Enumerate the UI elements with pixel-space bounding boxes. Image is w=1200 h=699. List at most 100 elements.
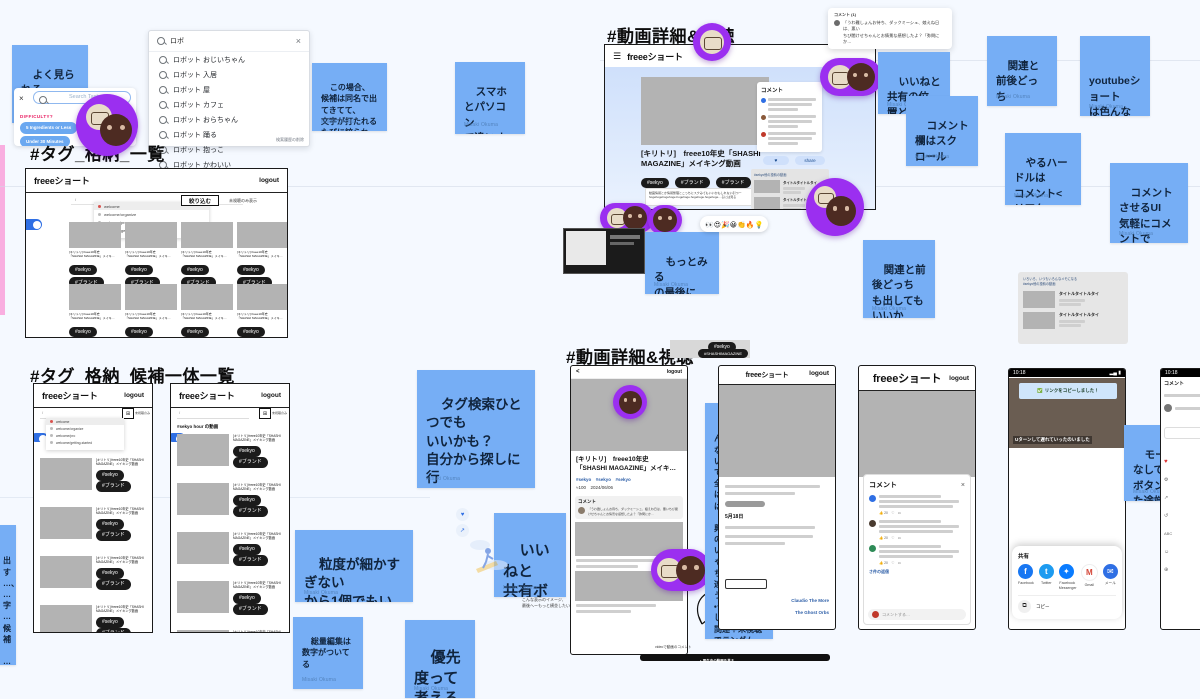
tag-chip[interactable]: #ブランド (96, 627, 131, 632)
sticky-note[interactable]: 粒度が細かすぎない から1個でもいいかも Misaki Okuma (295, 530, 413, 602)
video-player[interactable]: ✅ リンクをコピーしました！ Uターンして遅れていったのいました (1009, 378, 1125, 448)
sticky-note[interactable]: youtubeショート は色んなクリエイ ターにアクセスし てほしいからなぁ 数… (1080, 36, 1150, 116)
share-button[interactable]: share (795, 156, 825, 165)
mobile-mockup-comments[interactable]: freeeショート logout コメント × 👍 20 ♡ ▭👍 20 ♡ ▭… (858, 365, 976, 630)
clear-icon[interactable]: × (295, 36, 301, 46)
collaborator-cursor-avatars[interactable] (651, 549, 711, 591)
search-field[interactable]: ロボ × (149, 31, 309, 52)
video-list-item[interactable]: [キリトリ] freee10年史「SHASHI MAGAZINE」メイキング動画… (40, 458, 148, 492)
collaborator-cursor-avatars[interactable] (806, 178, 864, 236)
comment-list[interactable]: 👍 20 ♡ ▭👍 20 ♡ ▭👍 20 ♡ ▭ (869, 495, 965, 565)
video-thumbnail[interactable] (177, 581, 229, 613)
reaction-emoji[interactable]: 😀 (729, 222, 738, 229)
tag-chip[interactable]: #ブランド (96, 578, 131, 590)
video-thumbnail[interactable] (181, 222, 233, 248)
tag-chip[interactable]: #sekyo (237, 265, 265, 275)
tasty-search-input[interactable]: Search Tasty (69, 94, 101, 100)
suggestion-item[interactable]: ロボット 入居 (149, 67, 309, 82)
tag-chip[interactable]: #sekyo (237, 327, 265, 337)
tag-chip[interactable]: #ブランド (233, 505, 268, 517)
tag-chip[interactable]: #ブランド (237, 277, 272, 288)
video-thumbnail[interactable] (69, 284, 121, 310)
tag-chip[interactable]: #sekyo (233, 494, 261, 506)
tag-chip[interactable]: #sekyo (641, 178, 669, 188)
collaborator-cursor-avatar[interactable] (76, 94, 138, 156)
logout-link[interactable]: logout (949, 374, 969, 382)
video-thumbnail[interactable] (40, 556, 92, 588)
comment-list[interactable] (761, 98, 818, 145)
video-card[interactable]: [キリトリ] freee10年史 「SHASHI MAGAZINE」メイキ…#s… (69, 222, 121, 295)
path-suggestion-item[interactable]: welcome/pro (46, 432, 124, 439)
tag-chip[interactable]: #sekyo (96, 567, 124, 579)
share-app[interactable]: ✦Facebook Messenger (1058, 564, 1077, 590)
mobile-mockup-partial[interactable]: 10:18▮ コメント ♥ ⚙ ↗ ↺ ABC ☺ ⊕ (1160, 368, 1200, 630)
comment-item[interactable] (761, 132, 818, 145)
video-list-item[interactable]: [キリトリ] freee10年史「SHASHI MAGAZINE」メイキング動画… (40, 556, 148, 590)
mobile-mockup-tag-kouho-right[interactable]: freeeショート logout / ⊞ 未視聴のみ #sekyo hour の… (170, 383, 290, 633)
filter-button[interactable]: ⊞ (122, 408, 134, 419)
tag-chip[interactable]: #sekyo (125, 265, 153, 275)
comment-actions[interactable]: 👍 20 ♡ ▭ (879, 511, 901, 515)
tag-chip[interactable]: #sekyo (233, 543, 261, 555)
sticky-note[interactable]: スマホとパソコン で違いすぎると大 変かも 似てるほうが助か る Misaki … (455, 62, 525, 134)
video-player[interactable] (859, 391, 975, 477)
comment-sheet[interactable]: コメント × 👍 20 ♡ ▭👍 20 ♡ ▭👍 20 ♡ ▭ さ件の返信 コメ… (863, 474, 971, 625)
tag-chip[interactable]: #ブランド (233, 603, 268, 615)
comment-actions[interactable]: 👍 20 ♡ ▭ (879, 536, 901, 540)
video-card-tags[interactable]: #sekyo#ブランド (181, 324, 233, 337)
path-suggestion-item[interactable]: welcome/getting-started (46, 439, 124, 446)
reaction-emoji[interactable]: 👀 (705, 222, 714, 229)
video-card-tags[interactable]: #sekyo#ブランド (69, 324, 121, 337)
suggestion-item[interactable]: ロボット 抱っこ (149, 142, 309, 157)
video-card-tags[interactable]: #sekyo#ブランド (181, 262, 233, 288)
video-list-item[interactable]: [キリトリ] freee10年史「SHASHI MAGAZINE」メイキング動画… (177, 483, 285, 517)
collaborator-cursor-avatar[interactable] (613, 385, 647, 419)
hamburger-menu-icon[interactable]: ☰ (613, 51, 622, 61)
suggestion-item[interactable]: ロボット おじいちゃん (149, 52, 309, 67)
suggestion-item[interactable]: ロボット おらちゃん (149, 112, 309, 127)
video-list-item[interactable]: [キリトリ] freee10年史「SHASHI MAGAZINE」メイキング動画… (177, 581, 285, 615)
filter-button[interactable]: ⊞ (259, 408, 271, 419)
video-tags[interactable]: #sekyo #ブランド #ブランド (641, 175, 754, 188)
path-suggestion-item[interactable]: welcome (46, 418, 124, 425)
reaction-bar[interactable]: 👀😍🎉😀👏🔥💡 (700, 216, 769, 232)
search-input-value[interactable]: ロボ (170, 38, 184, 45)
video-card[interactable]: [キリトリ] freee10年史 「SHASHI MAGAZINE」メイキ…#s… (181, 284, 233, 337)
tag-chip[interactable]: #ブランド (96, 529, 131, 541)
video-thumbnail[interactable] (125, 222, 177, 248)
sticky-note[interactable]: 出す …、 …字 …候補 …附 …る …る (0, 525, 16, 665)
video-thumbnail[interactable] (40, 507, 92, 539)
video-card-tags[interactable]: #sekyo#ブランド (125, 324, 177, 337)
related-card[interactable]: いろいろ、いつもいろんなメモになる #sekyo他の投稿の動画 タイトルタイトル… (1018, 272, 1128, 344)
more-replies-link[interactable]: さ件の返信 (869, 569, 889, 574)
logout-link[interactable]: logout (809, 370, 829, 377)
globe-icon[interactable]: ⊕ (1164, 567, 1169, 573)
video-thumbnail[interactable] (177, 532, 229, 564)
captions-icon[interactable]: ABC (1164, 531, 1173, 536)
video-list-item[interactable]: [キリトリ] freee10年史「SHASHI MAGAZINE」メイキング動画… (40, 507, 148, 541)
reaction-emoji[interactable]: 😍 (713, 222, 722, 229)
comment-item[interactable] (761, 115, 818, 128)
comments-panel[interactable]: コメント (757, 82, 822, 152)
tag-chip[interactable]: #ブランド (96, 480, 131, 492)
sticky-note[interactable]: やるハードルは コメント<リアク ション Misaki Okuma (1005, 133, 1081, 205)
video-thumbnail[interactable] (125, 284, 177, 310)
search-suggestions-panel[interactable]: ロボ × ロボット おじいちゃんロボット 入居ロボット 屋ロボット カフェロボッ… (148, 30, 310, 199)
search-history-delete[interactable]: 検索履歴の削除 (276, 137, 304, 142)
tag-chip[interactable]: #sekyo (69, 265, 97, 275)
path-suggestion-item[interactable]: welcome/organize (46, 425, 124, 432)
video-thumbnail[interactable] (40, 605, 92, 632)
video-card[interactable]: [キリトリ] freee10年史 「SHASHI MAGAZINE」メイキ…#s… (237, 222, 287, 295)
tag-chip[interactable]: #ブランド (125, 277, 160, 288)
collaborator-cursor-avatar[interactable] (648, 205, 682, 235)
video-list-item[interactable]: [キリトリ] freee10年史「SHASHI MAGAZINE」メイキング動画… (177, 532, 285, 566)
path-input[interactable]: / (177, 410, 249, 419)
video-thumbnail[interactable] (177, 630, 229, 632)
sticky-note[interactable]: タグ検索ひとつでも いいかも？ 自分から探しに行 く？ そんな数ある？ Misa… (417, 370, 535, 488)
filter-button[interactable]: 絞り込む (181, 195, 219, 206)
tag-chip[interactable]: #ブランド (181, 277, 216, 288)
